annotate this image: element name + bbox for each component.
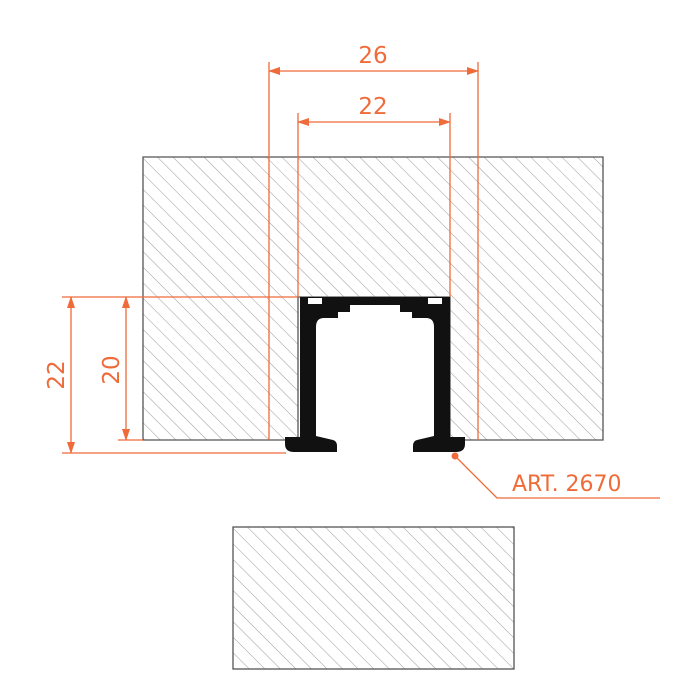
outer-height-label: 22 bbox=[44, 360, 70, 389]
inner-height-label: 20 bbox=[99, 355, 125, 384]
dimension-lines bbox=[62, 62, 660, 499]
door-block bbox=[232, 526, 515, 670]
part-label: ART. 2670 bbox=[512, 472, 622, 497]
outer-width-label: 26 bbox=[358, 43, 387, 69]
part-leader-dot bbox=[451, 452, 459, 460]
inner-width-label: 22 bbox=[358, 94, 387, 120]
track-profile bbox=[285, 297, 465, 452]
part-leader-line bbox=[454, 455, 660, 499]
